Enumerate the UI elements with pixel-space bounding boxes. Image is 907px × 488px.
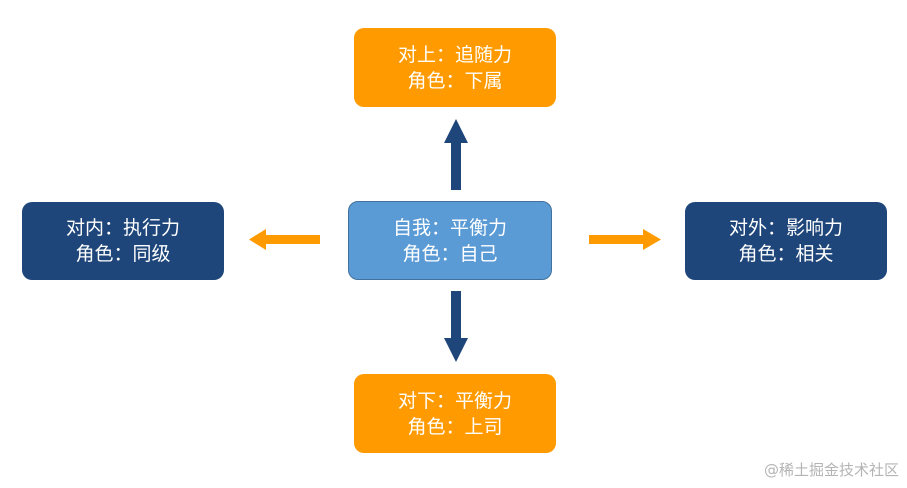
node-left-line1: 对内：执行力 <box>65 217 180 239</box>
node-bottom-subordinate: 对下：平衡力 角色：上司 <box>354 374 556 453</box>
node-center-self: 自我：平衡力 角色：自己 <box>348 201 552 280</box>
node-left-internal: 对内：执行力 角色：同级 <box>22 202 224 280</box>
node-bottom-line1: 对下：平衡力 <box>397 389 512 412</box>
node-top-line1: 对上：追随力 <box>397 43 512 66</box>
node-center-line1: 自我：平衡力 <box>392 216 507 239</box>
node-bottom-line2: 角色：上司 <box>407 415 503 438</box>
node-top-superior: 对上：追随力 角色：下属 <box>354 28 556 107</box>
arrow-up <box>444 119 468 190</box>
node-top-line2: 角色：下属 <box>407 69 503 92</box>
node-center-line2: 角色：自己 <box>402 242 498 265</box>
arrow-right <box>589 229 661 250</box>
node-right-line2: 角色：相关 <box>738 243 834 265</box>
node-right-external: 对外：影响力 角色：相关 <box>685 202 887 280</box>
watermark: @稀土掘金技术社区 <box>763 461 899 479</box>
node-right-line1: 对外：影响力 <box>728 217 843 239</box>
arrow-left <box>249 229 320 250</box>
node-left-line2: 角色：同级 <box>75 243 171 265</box>
arrow-down <box>444 291 468 362</box>
